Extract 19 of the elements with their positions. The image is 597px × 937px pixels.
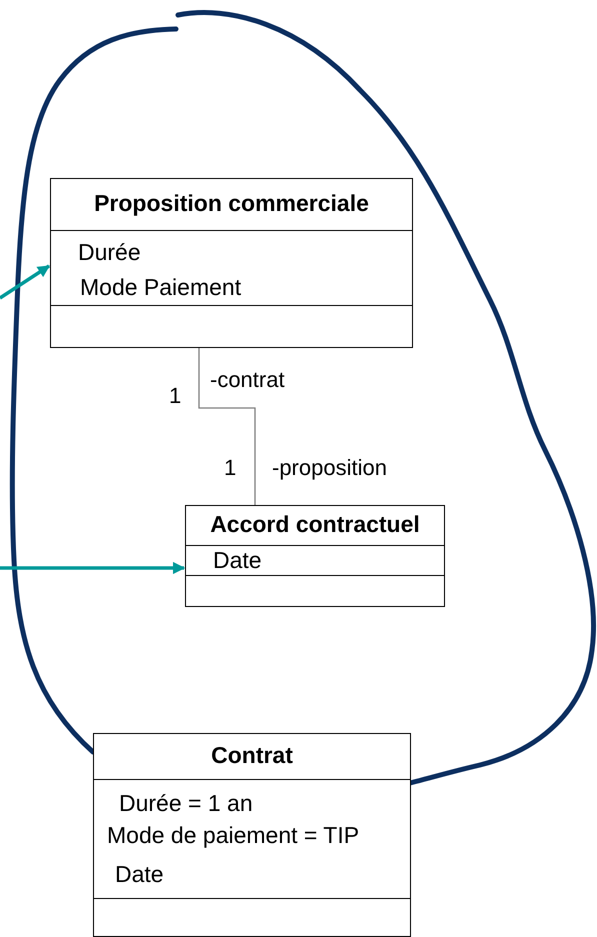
attribute-text: Date (213, 547, 262, 574)
class-name: Contrat (210, 741, 294, 770)
class-name: Proposition commerciale (93, 189, 370, 218)
class-box (185, 505, 445, 607)
multiplicity: 1 (169, 383, 182, 409)
role-name: -contrat (210, 367, 285, 393)
multiplicity: 1 (224, 455, 236, 481)
role-name: -proposition (272, 455, 387, 481)
attribute-text: Mode Paiement (80, 274, 242, 301)
attribute-text: Durée (78, 239, 141, 266)
attribute-text: Date (115, 861, 164, 888)
attribute-text: Durée = 1 an (119, 790, 253, 817)
arrow (0, 264, 50, 300)
class-name: Accord contractuel (209, 510, 421, 539)
class-box (93, 733, 411, 937)
arrow (0, 562, 186, 574)
class-box (50, 178, 413, 348)
association-line (198, 348, 256, 505)
attribute-text: Mode de paiement = TIP (107, 822, 360, 849)
